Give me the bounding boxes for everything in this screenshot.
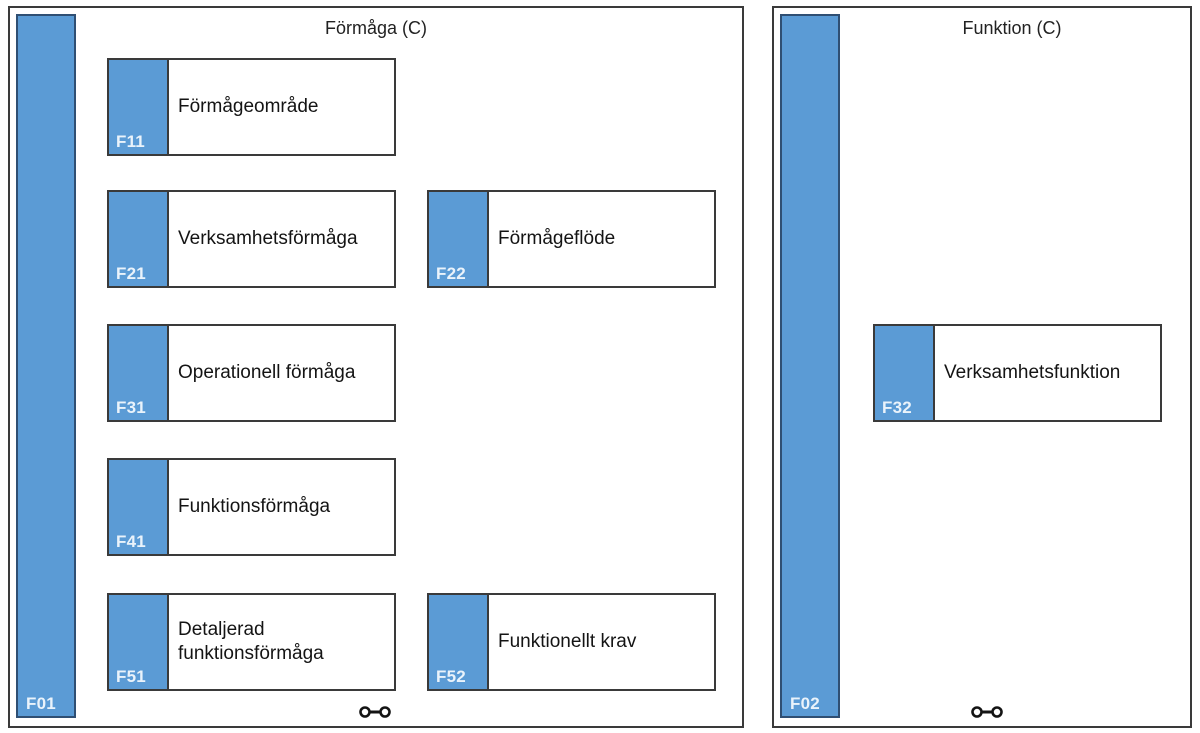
element-f31[interactable]: F31 Operationell förmåga [107, 324, 396, 422]
element-f52-name: Funktionellt krav [498, 631, 637, 653]
element-f41[interactable]: F41 Funktionsförmåga [107, 458, 396, 556]
element-f21-tag: F21 [109, 192, 169, 286]
package-formaga-band: F01 [16, 14, 76, 718]
element-f22-name: Förmågeflöde [498, 228, 616, 250]
element-f11-name: Förmågeområde [178, 96, 319, 118]
element-f11-tag-label: F11 [116, 132, 145, 151]
package-formaga-band-label: F01 [26, 694, 56, 713]
element-f51[interactable]: F51 Detaljerad funktionsförmåga [107, 593, 396, 691]
element-f52-tag: F52 [429, 595, 489, 689]
package-funktion-band-label: F02 [790, 694, 820, 713]
chain-link-icon [970, 704, 1004, 720]
element-f52-tag-label: F52 [436, 667, 466, 686]
element-f41-name: Funktionsförmåga [178, 496, 331, 518]
package-funktion-band: F02 [780, 14, 840, 718]
element-f22[interactable]: F22 Förmågeflöde [427, 190, 716, 288]
package-formaga[interactable]: F01 Förmåga (C) F11 Förmågeområde F21 Ve… [8, 6, 744, 728]
element-f52[interactable]: F52 Funktionellt krav [427, 593, 716, 691]
element-f41-tag: F41 [109, 460, 169, 554]
element-f31-tag: F31 [109, 326, 169, 420]
element-f51-tag-label: F51 [116, 667, 146, 686]
element-f41-tag-label: F41 [116, 532, 146, 551]
element-f32-tag: F32 [875, 326, 935, 420]
element-f32-tag-label: F32 [882, 398, 912, 417]
package-funktion[interactable]: F02 Funktion (C) F32 Verksamhetsfunktion [772, 6, 1192, 728]
element-f11[interactable]: F11 Förmågeområde [107, 58, 396, 156]
element-f22-tag-label: F22 [436, 264, 466, 283]
element-f32[interactable]: F32 Verksamhetsfunktion [873, 324, 1162, 422]
element-f21-tag-label: F21 [116, 264, 146, 283]
package-formaga-title: Förmåga (C) [324, 18, 427, 38]
element-f21[interactable]: F21 Verksamhetsförmåga [107, 190, 396, 288]
element-f31-name: Operationell förmåga [178, 362, 356, 384]
package-funktion-title: Funktion (C) [962, 18, 1062, 38]
element-f11-tag: F11 [109, 60, 169, 154]
element-f32-name: Verksamhetsfunktion [944, 362, 1121, 384]
chain-link-icon [358, 704, 392, 720]
element-f51-name: Detaljerad funktionsförmåga [178, 619, 324, 664]
element-f31-tag-label: F31 [116, 398, 146, 417]
element-f51-tag: F51 [109, 595, 169, 689]
element-f22-tag: F22 [429, 192, 489, 286]
element-f21-name: Verksamhetsförmåga [178, 228, 358, 250]
